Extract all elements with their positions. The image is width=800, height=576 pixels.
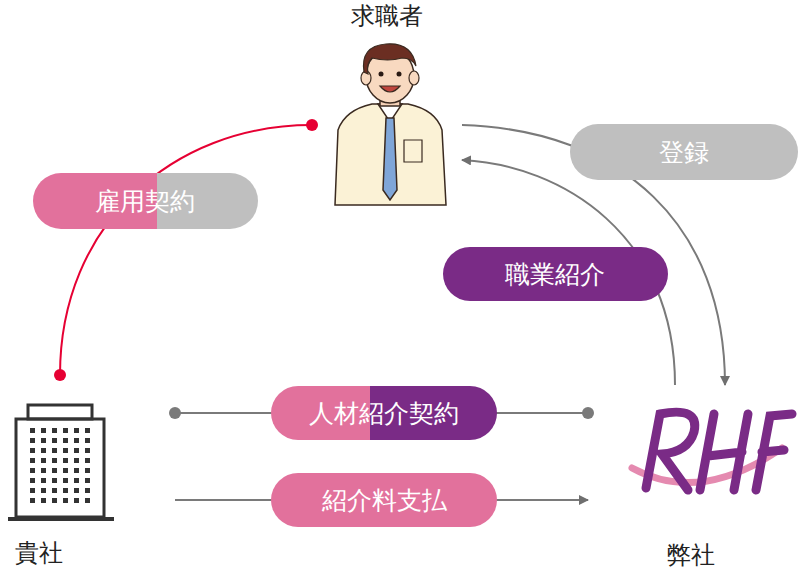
window-dot bbox=[52, 468, 57, 473]
window-dot bbox=[41, 448, 46, 453]
window-dot bbox=[41, 478, 46, 483]
window-dot bbox=[41, 458, 46, 463]
entity-label: 求職者 bbox=[351, 2, 423, 31]
window-dot bbox=[85, 468, 90, 473]
window-dot bbox=[74, 478, 79, 483]
window-dot bbox=[41, 468, 46, 473]
window-dot bbox=[30, 468, 35, 473]
window-dot bbox=[30, 478, 35, 483]
edge-label: 職業紹介 bbox=[505, 258, 605, 291]
window-dot bbox=[74, 438, 79, 443]
window-dot bbox=[52, 458, 57, 463]
edge-label-pill: 職業紹介 bbox=[443, 247, 668, 301]
window-dot bbox=[85, 428, 90, 433]
window-dot bbox=[52, 498, 57, 503]
window-dot bbox=[85, 488, 90, 493]
window-dot bbox=[74, 488, 79, 493]
window-dot bbox=[63, 428, 68, 433]
edge-label-pill: 人材紹介契約 bbox=[271, 386, 497, 440]
window-dot bbox=[41, 438, 46, 443]
connector-dot bbox=[169, 407, 181, 419]
window-dot bbox=[63, 438, 68, 443]
window-dot bbox=[63, 468, 68, 473]
window-dot bbox=[52, 438, 57, 443]
window-dot bbox=[63, 448, 68, 453]
window-dot bbox=[63, 498, 68, 503]
connector-line bbox=[60, 125, 312, 375]
window-dot bbox=[30, 488, 35, 493]
company-logo bbox=[632, 412, 792, 490]
building-icon bbox=[8, 405, 114, 519]
window-dot bbox=[85, 438, 90, 443]
window-dot bbox=[74, 498, 79, 503]
window-dot bbox=[63, 488, 68, 493]
window-dot bbox=[85, 498, 90, 503]
person-illustration bbox=[335, 44, 446, 205]
edge-label-pill: 登録 bbox=[570, 124, 798, 180]
window-dot bbox=[85, 448, 90, 453]
window-dot bbox=[52, 478, 57, 483]
window-dot bbox=[41, 498, 46, 503]
edge-label: 雇用契約 bbox=[95, 185, 195, 218]
entity-label: 弊社 bbox=[667, 541, 715, 570]
window-dot bbox=[30, 498, 35, 503]
window-dot bbox=[52, 448, 57, 453]
entity-label: 貴社 bbox=[15, 539, 63, 568]
window-dot bbox=[74, 468, 79, 473]
entity-node: 貴社 bbox=[5, 375, 175, 570]
window-dot bbox=[85, 458, 90, 463]
window-dot bbox=[74, 458, 79, 463]
window-dot bbox=[30, 448, 35, 453]
edge-label: 人材紹介契約 bbox=[309, 397, 459, 430]
window-dot bbox=[41, 428, 46, 433]
window-dot bbox=[63, 458, 68, 463]
window-dot bbox=[30, 428, 35, 433]
window-dot bbox=[52, 488, 57, 493]
window-dot bbox=[30, 458, 35, 463]
window-dot bbox=[41, 488, 46, 493]
edge-label-pill: 雇用契約 bbox=[33, 173, 258, 229]
connector-dot bbox=[54, 369, 66, 381]
entity-node: 弊社 bbox=[588, 385, 793, 572]
edge-label: 登録 bbox=[659, 136, 709, 169]
connector-dot bbox=[582, 407, 594, 419]
edge-label-pill: 紹介料支払 bbox=[271, 473, 497, 527]
window-dot bbox=[63, 478, 68, 483]
window-dot bbox=[30, 438, 35, 443]
window-dot bbox=[85, 478, 90, 483]
window-dot bbox=[74, 448, 79, 453]
entity-node: 求職者 bbox=[312, 2, 462, 205]
connector-dot bbox=[306, 119, 318, 131]
window-dot bbox=[52, 428, 57, 433]
window-dot bbox=[74, 428, 79, 433]
edge-label: 紹介料支払 bbox=[322, 484, 447, 517]
